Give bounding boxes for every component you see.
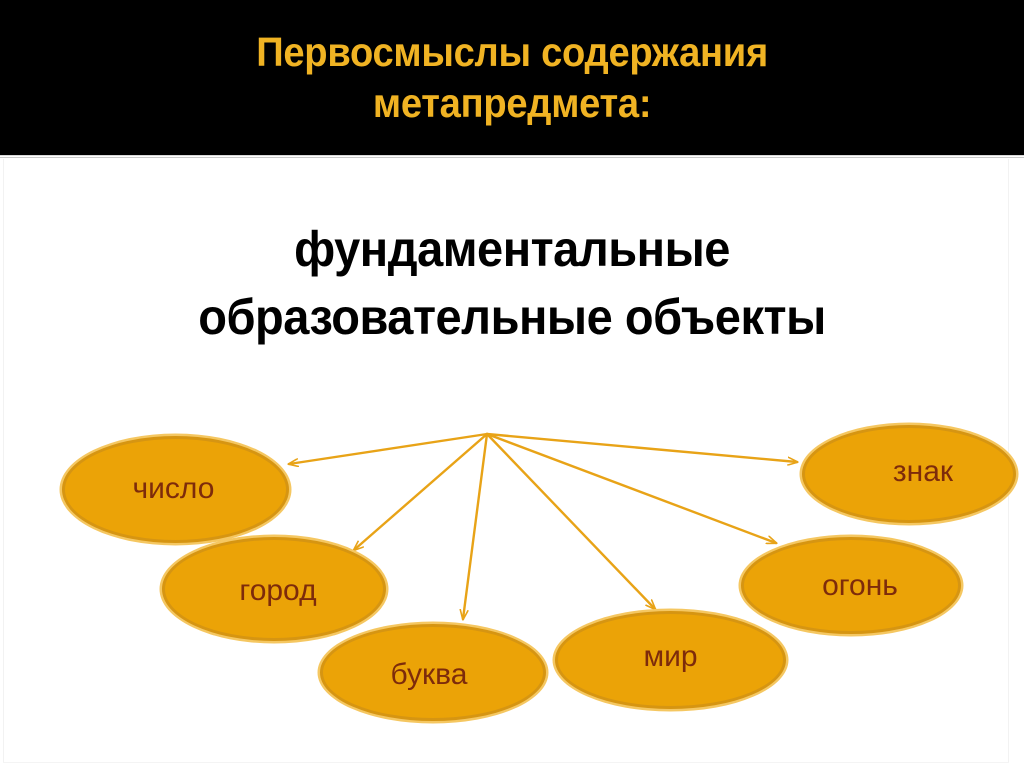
concept-node-label: город xyxy=(239,574,317,607)
concept-node-gorod[interactable]: город xyxy=(162,537,386,641)
connector-arrow xyxy=(485,432,797,462)
connector-arrow xyxy=(485,432,776,543)
page-frame-bottom xyxy=(3,762,1009,763)
title-banner: Первосмыслы содержания метапредмета: xyxy=(0,0,1024,155)
concept-node-label: знак xyxy=(892,455,954,488)
concept-node-mir[interactable]: мир xyxy=(555,611,786,709)
concept-node-znak[interactable]: знак xyxy=(802,425,1016,523)
connector-arrow xyxy=(463,432,489,619)
concept-node-label: огонь xyxy=(822,568,898,602)
concept-node-ogon[interactable]: огонь xyxy=(741,537,961,634)
connector-arrow xyxy=(289,432,489,464)
banner-divider xyxy=(0,155,1024,159)
concept-node-label: мир xyxy=(643,640,698,673)
concept-node-bukva[interactable]: буква xyxy=(320,624,546,721)
concept-node-label: число xyxy=(132,471,215,505)
main-heading: фундаментальные образовательные объекты xyxy=(198,221,826,345)
connector-arrow xyxy=(354,432,489,550)
concept-node-chislo[interactable]: число xyxy=(62,436,289,543)
connector-arrow xyxy=(485,432,655,609)
slide-title: Первосмыслы содержания метапредмета: xyxy=(256,29,768,126)
page-frame-left xyxy=(3,159,4,763)
concept-node-label: буква xyxy=(390,657,468,691)
